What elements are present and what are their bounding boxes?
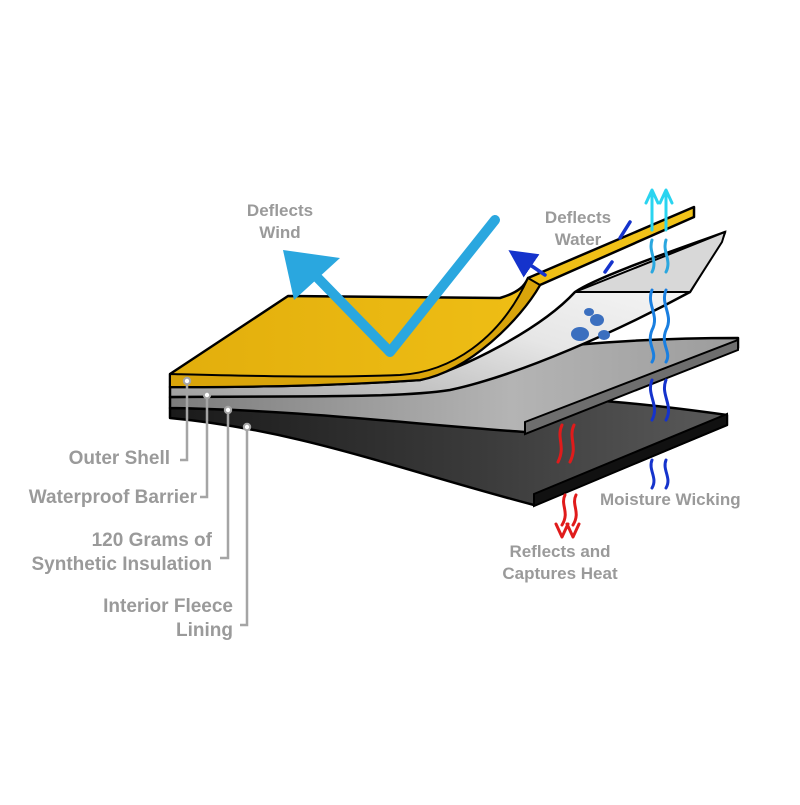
deflects-wind-line-2: Wind xyxy=(259,223,301,242)
insulation-line-1: 120 Grams of xyxy=(91,530,212,551)
fleece-line-2: Lining xyxy=(176,620,233,641)
reflects-heat-line-1: Reflects and xyxy=(509,542,611,561)
leader-lines xyxy=(180,383,249,627)
water-droplets-icon xyxy=(571,308,610,341)
outer-shell-label: Outer Shell xyxy=(68,448,170,469)
deflects-water-label: Deflects Water xyxy=(528,207,628,251)
reflects-heat-line-2: Captures Heat xyxy=(502,564,618,583)
deflects-wind-line-1: Deflects xyxy=(246,201,314,220)
insulation-line-2: Synthetic Insulation xyxy=(31,554,212,575)
fleece-line-1: Interior Fleece xyxy=(103,596,233,617)
insulation-label: 120 Grams of Synthetic Insulation xyxy=(31,529,212,577)
fleece-label: Interior Fleece Lining xyxy=(103,595,233,643)
reflects-heat-label: Reflects and Captures Heat xyxy=(490,541,630,585)
moisture-wicking-label: Moisture Wicking xyxy=(600,490,741,509)
moisture-wicking-arrow xyxy=(644,188,674,490)
wind-deflect-arrow xyxy=(283,215,500,357)
water-deflect-arrow xyxy=(508,220,632,278)
leader-dots xyxy=(182,376,252,432)
heat-reflect-arrow xyxy=(554,423,581,539)
deflects-water-line-2: Water xyxy=(554,230,602,249)
waterproof-barrier-label: Waterproof Barrier xyxy=(28,487,197,508)
outer-shell-layer xyxy=(168,205,696,389)
deflects-water-line-1: Deflects xyxy=(544,208,612,227)
deflects-wind-label: Deflects Wind xyxy=(230,200,330,244)
